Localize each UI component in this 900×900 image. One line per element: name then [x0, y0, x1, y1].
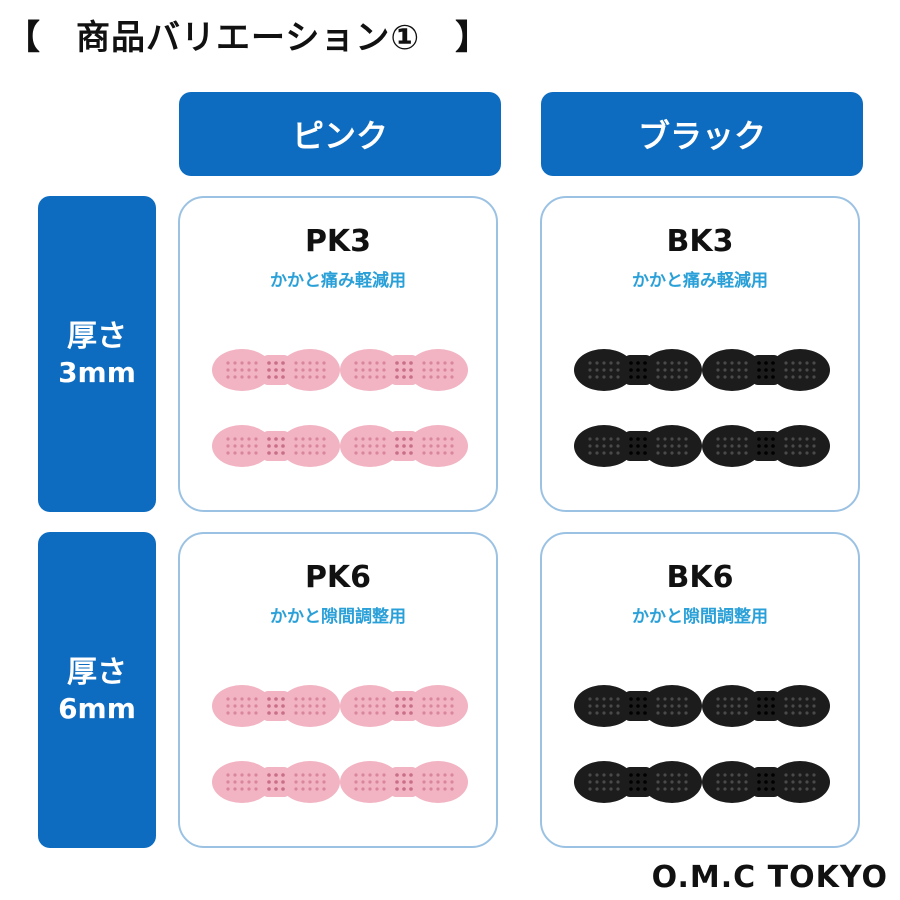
heel-pad-icon: [340, 685, 468, 727]
heel-pad-icon: [340, 761, 468, 803]
heel-pad-icon: [702, 761, 830, 803]
heel-pad-icon: [212, 349, 340, 391]
page-title: 【 商品バリエーション① 】: [6, 18, 491, 58]
black-pads-image: [574, 685, 830, 803]
heel-pad-icon: [702, 425, 830, 467]
row-header-3mm-value: 3mm: [58, 356, 136, 390]
product-code: BK3: [666, 224, 734, 259]
product-card-bk6[interactable]: BK6 かかと隙間調整用: [540, 532, 860, 848]
row-header-6mm-label: 厚さ: [67, 654, 127, 690]
heel-pad-icon: [574, 761, 702, 803]
product-card-pk6[interactable]: PK6 かかと隙間調整用: [178, 532, 498, 848]
row-header-3mm-label: 厚さ: [67, 318, 127, 354]
heel-pad-icon: [212, 761, 340, 803]
heel-pad-icon: [340, 425, 468, 467]
product-purpose: かかと痛み軽減用: [270, 271, 406, 291]
product-card-pk3[interactable]: PK3 かかと痛み軽減用: [178, 196, 498, 512]
row-header-3mm: 厚さ 3mm: [38, 196, 156, 512]
heel-pad-icon: [574, 425, 702, 467]
heel-pad-icon: [340, 349, 468, 391]
pink-pads-image: [212, 349, 468, 467]
product-code: PK3: [304, 224, 372, 259]
product-code: BK6: [666, 560, 734, 595]
product-purpose: かかと痛み軽減用: [632, 271, 768, 291]
product-purpose: かかと隙間調整用: [632, 607, 768, 627]
product-purpose: かかと隙間調整用: [270, 607, 406, 627]
heel-pad-icon: [212, 425, 340, 467]
pink-pads-image: [212, 685, 468, 803]
row-header-6mm-value: 6mm: [58, 692, 136, 726]
heel-pad-icon: [574, 685, 702, 727]
black-pads-image: [574, 349, 830, 467]
brand-logo: O.M.C TOKYO: [651, 860, 888, 895]
heel-pad-icon: [574, 349, 702, 391]
column-header-pink: ピンク: [179, 92, 501, 176]
heel-pad-icon: [702, 685, 830, 727]
product-code: PK6: [304, 560, 372, 595]
heel-pad-icon: [702, 349, 830, 391]
product-card-bk3[interactable]: BK3 かかと痛み軽減用: [540, 196, 860, 512]
column-header-black: ブラック: [541, 92, 863, 176]
row-header-6mm: 厚さ 6mm: [38, 532, 156, 848]
heel-pad-icon: [212, 685, 340, 727]
